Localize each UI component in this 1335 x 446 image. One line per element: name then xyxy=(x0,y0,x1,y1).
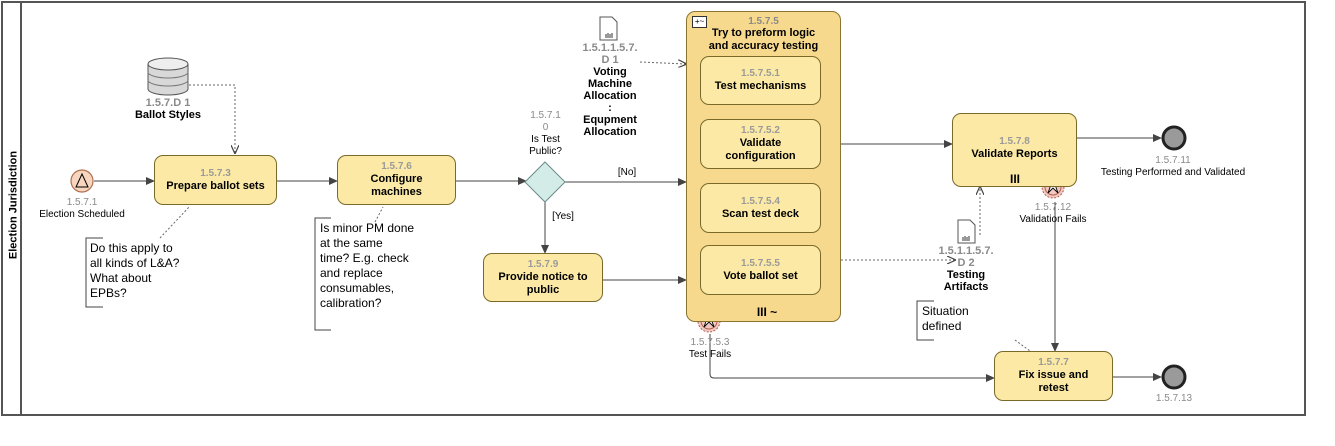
gateway-label: 1.5.7.1 0 Is Test Public? xyxy=(529,110,562,157)
assoc-note-fix xyxy=(1014,339,1031,352)
subprocess-logic-accuracy-testing[interactable]: +~ 1.5.7.5 Try to preform logic and accu… xyxy=(686,11,841,322)
task-fix-issue-retest[interactable]: 1.5.7.7 Fix issue and retest xyxy=(994,351,1113,401)
task-label: Fix issue and retest xyxy=(1018,369,1089,394)
assoc-note-prepare xyxy=(159,205,191,239)
annotation-epb: Do this apply to all kinds of L&A? What … xyxy=(90,241,180,300)
annotation-situation: Situation defined xyxy=(922,304,969,333)
task-provide-notice[interactable]: 1.5.7.9 Provide notice to public xyxy=(483,253,603,302)
task-label: Prepare ballot sets xyxy=(166,179,265,192)
task-id: 1.5.7.5.5 xyxy=(741,257,780,269)
end-event-fixed-label: 1.5.7.13 xyxy=(1155,393,1193,404)
task-label: Test mechanisms xyxy=(714,80,807,92)
parallel-marker: III xyxy=(1009,172,1020,186)
annotation-bracket-pm xyxy=(314,217,331,331)
start-event-triangle xyxy=(75,172,89,188)
annotation-pm: Is minor PM done at the same time? E.g. … xyxy=(320,221,415,310)
expand-icon[interactable]: +~ xyxy=(692,16,707,28)
task-label: Validate configuration xyxy=(725,137,796,162)
data-object-artifacts-label: 1.5.1.1.5.7. D 2 Testing Artifacts xyxy=(938,245,994,293)
task-label: Provide notice to public xyxy=(498,270,588,296)
assoc-allocation-sub xyxy=(639,62,686,64)
task-id: 1.5.7.5.1 xyxy=(741,68,780,79)
task-id: 1.5.7.5.2 xyxy=(741,125,780,136)
annotation-bracket-situation xyxy=(916,300,934,341)
data-object-allocation-label: 1.5.1.1.5.7. D 1 Voting Machine Allocati… xyxy=(582,42,638,138)
flow-testfail-fix xyxy=(709,334,995,382)
end-event-fixed-icon xyxy=(1161,364,1187,390)
task-label: Configure machines xyxy=(370,173,423,198)
task-validate-reports[interactable]: 1.5.7.8 Validate Reports xyxy=(952,113,1077,187)
task-vote-ballot-set[interactable]: 1.5.7.5.5 Vote ballot set xyxy=(700,245,821,295)
task-label: Scan test deck xyxy=(721,207,800,220)
gateway-diamond xyxy=(524,161,566,203)
assoc-store-prepare xyxy=(189,84,235,153)
task-id: 1.5.7.7 xyxy=(1038,357,1069,368)
data-store-label: 1.5.7.D 1 Ballot Styles xyxy=(134,97,202,121)
start-event-label: 1.5.7.1 Election Scheduled xyxy=(39,197,125,220)
task-id: 1.5.7.6 xyxy=(381,161,412,172)
task-configure-machines[interactable]: 1.5.7.6 Configure machines xyxy=(337,155,456,205)
pool xyxy=(1,1,1306,416)
test-fails-label: 1.5.7.5.3 Test Fails xyxy=(688,337,732,360)
lane-header: Election Jurisdiction xyxy=(1,1,22,416)
task-scan-test-deck[interactable]: 1.5.7.5.4 Scan test deck xyxy=(700,183,821,233)
task-id: 1.5.7.3 xyxy=(200,167,231,179)
data-store-icon xyxy=(147,57,189,96)
validation-fails-label: 1.5.7.12 Validation Fails xyxy=(1019,202,1087,225)
task-id: 1.5.7.5.4 xyxy=(741,195,780,207)
task-prepare-ballot-sets[interactable]: 1.5.7.3 Prepare ballot sets xyxy=(154,155,277,205)
gateway-yes-label: [Yes] xyxy=(552,211,574,222)
multi-instance-loop-marker: III ~ xyxy=(756,305,778,319)
assoc-note-configure xyxy=(374,206,384,223)
task-test-mechanisms[interactable]: 1.5.7.5.1 Test mechanisms xyxy=(700,56,821,105)
end-event-validated-label: 1.5.7.11 Testing Performed and Validated xyxy=(1100,155,1246,178)
task-validate-configuration[interactable]: 1.5.7.5.2 Validate configuration xyxy=(700,119,821,169)
task-id: 1.5.7.8 xyxy=(999,136,1030,147)
task-label: Validate Reports xyxy=(971,148,1058,160)
end-event-validated-icon xyxy=(1161,125,1187,151)
data-object-artifacts-icon xyxy=(957,219,976,244)
subprocess-header: 1.5.7.5 Try to preform logic and accurac… xyxy=(708,16,819,52)
task-id: 1.5.7.9 xyxy=(527,258,559,270)
data-object-allocation-icon xyxy=(599,16,618,41)
task-label: Vote ballot set xyxy=(723,269,798,282)
annotation-bracket-epb xyxy=(85,237,103,308)
gateway-no-label: [No] xyxy=(617,167,637,178)
